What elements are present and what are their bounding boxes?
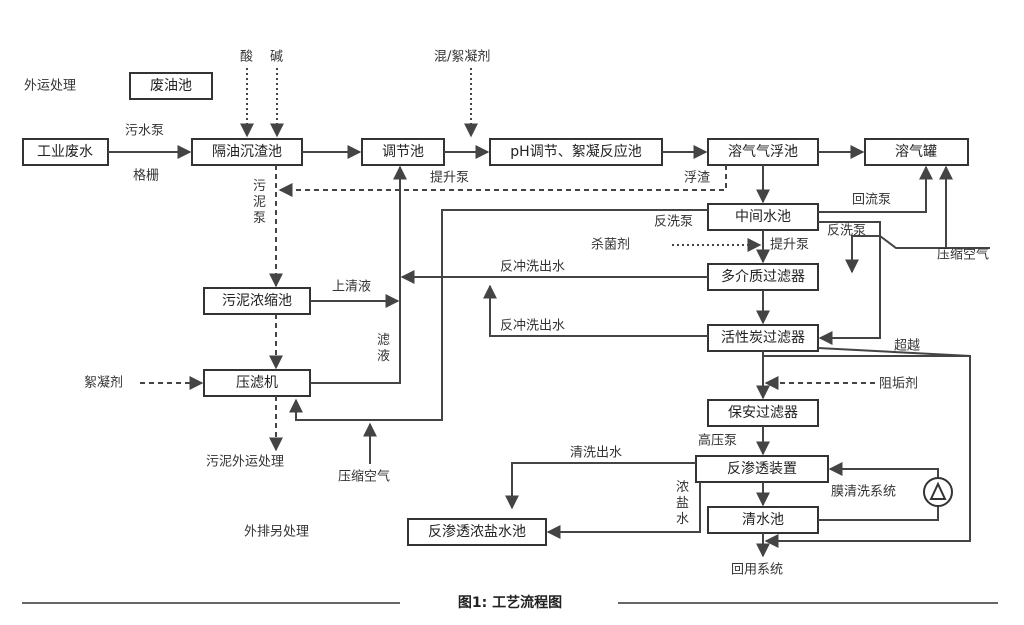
label-alkali: 碱 xyxy=(270,50,283,65)
box-filter-press-label: 压滤机 xyxy=(236,375,278,391)
box-ro-device-label: 反渗透装置 xyxy=(727,461,797,477)
label-grille: 格栅 xyxy=(133,168,159,184)
label-lift-pump-2: 提升泵 xyxy=(770,237,809,253)
arrow-scum-return xyxy=(278,165,727,197)
arrow-cleaning-outlet xyxy=(505,462,696,510)
arrow-bypass xyxy=(764,347,971,548)
box-ph-reaction-label: pH调节、絮凝反应池 xyxy=(510,143,641,160)
label-sludge-pump: 污泥泵 xyxy=(253,179,266,226)
arrow-concentrate-to-brine xyxy=(546,482,701,539)
arrow-intermediate-to-filter-press xyxy=(289,209,708,421)
box-multimedia: 多介质过滤器 xyxy=(707,263,819,291)
label-acid: 酸 xyxy=(240,50,253,65)
label-lift-pump: 提升泵 xyxy=(430,170,469,186)
box-air-tank: 溶气罐 xyxy=(864,138,969,166)
label-discharge-other: 外排另处理 xyxy=(244,525,309,540)
box-ro-brine-label: 反渗透浓盐水池 xyxy=(428,524,526,540)
arrow-backwash-to-carbon xyxy=(818,221,881,345)
box-intermediate: 中间水池 xyxy=(707,203,819,231)
box-clear-water-label: 清水池 xyxy=(742,512,784,528)
label-supernatant: 上清液 xyxy=(332,280,371,295)
label-coagulant: 混/絮凝剂 xyxy=(434,49,490,65)
label-backwash-out-1: 反冲洗出水 xyxy=(500,260,565,275)
box-oil-separation-label: 隔油沉渣池 xyxy=(212,144,282,160)
box-clear-water: 清水池 xyxy=(707,506,819,534)
box-daf-label: 溶气气浮池 xyxy=(728,144,798,160)
label-flocculant: 絮凝剂 xyxy=(84,375,123,391)
box-carbon-label: 活性炭过滤器 xyxy=(721,330,805,346)
box-security-filter-label: 保安过滤器 xyxy=(728,405,798,421)
line-compressed-air-split xyxy=(879,235,946,249)
box-waste-oil-label: 废油池 xyxy=(150,78,192,94)
arrow-membrane-cleaning-supply xyxy=(828,462,939,478)
label-external-treatment: 外运处理 xyxy=(24,79,76,94)
box-thickener: 污泥浓缩池 xyxy=(203,287,311,315)
label-disinfectant: 杀菌剂 xyxy=(591,238,630,253)
box-oil-separation: 隔油沉渣池 xyxy=(191,138,303,166)
box-industrial-wastewater-label: 工业废水 xyxy=(37,144,93,160)
box-regulating: 调节池 xyxy=(361,138,445,166)
arrow-backwash-outlet-2 xyxy=(483,284,708,337)
box-security-filter: 保安过滤器 xyxy=(707,399,819,427)
figure-caption: 图1: 工艺流程图 xyxy=(458,594,562,611)
label-bypass: 超越 xyxy=(894,339,920,354)
label-high-pressure-pump: 高压泵 xyxy=(698,433,737,449)
pump-icon xyxy=(923,477,953,507)
arrow-compressed-air-to-tank xyxy=(939,165,990,249)
box-ro-device: 反渗透装置 xyxy=(695,455,829,483)
label-backwash-pump-1: 反洗泵 xyxy=(654,215,693,230)
arrow-filtrate-to-regulating xyxy=(310,165,407,384)
label-sewage-pump: 污水泵 xyxy=(125,124,164,139)
label-compressed-air-right: 压缩空气 xyxy=(937,247,989,263)
label-compressed-air-bottom: 压缩空气 xyxy=(338,469,390,485)
line-membrane-cleaning-return xyxy=(818,506,939,521)
arrow-return-to-air-tank xyxy=(818,165,933,213)
label-return-pump: 回流泵 xyxy=(852,193,891,208)
box-carbon: 活性炭过滤器 xyxy=(707,324,819,352)
box-daf: 溶气气浮池 xyxy=(707,138,819,166)
label-antiscalant: 阻垢剂 xyxy=(879,377,918,392)
box-filter-press: 压滤机 xyxy=(203,369,311,397)
label-backwash-out-2: 反冲洗出水 xyxy=(500,319,565,334)
label-membrane-cleaning: 膜清洗系统 xyxy=(831,485,896,500)
label-backwash-pump-2: 反洗泵 xyxy=(827,224,866,239)
box-industrial-wastewater: 工业废水 xyxy=(22,138,109,166)
label-scum: 浮渣 xyxy=(684,171,710,186)
label-sludge-outward: 污泥外运处理 xyxy=(206,455,284,470)
box-ro-brine: 反渗透浓盐水池 xyxy=(407,518,547,546)
box-ph-reaction: pH调节、絮凝反应池 xyxy=(489,138,663,166)
box-thickener-label: 污泥浓缩池 xyxy=(222,293,292,309)
box-waste-oil: 废油池 xyxy=(129,72,213,100)
box-multimedia-label: 多介质过滤器 xyxy=(721,268,805,285)
label-filtrate: 滤液 xyxy=(377,333,390,364)
label-reuse: 回用系统 xyxy=(731,563,783,578)
label-cleaning-out: 清洗出水 xyxy=(570,446,622,461)
arrow-backwash-to-multimedia xyxy=(845,235,880,274)
box-regulating-label: 调节池 xyxy=(382,144,424,160)
label-concentrate: 浓盐水 xyxy=(676,480,689,527)
box-air-tank-label: 溶气罐 xyxy=(895,144,937,160)
box-intermediate-label: 中间水池 xyxy=(735,209,791,225)
